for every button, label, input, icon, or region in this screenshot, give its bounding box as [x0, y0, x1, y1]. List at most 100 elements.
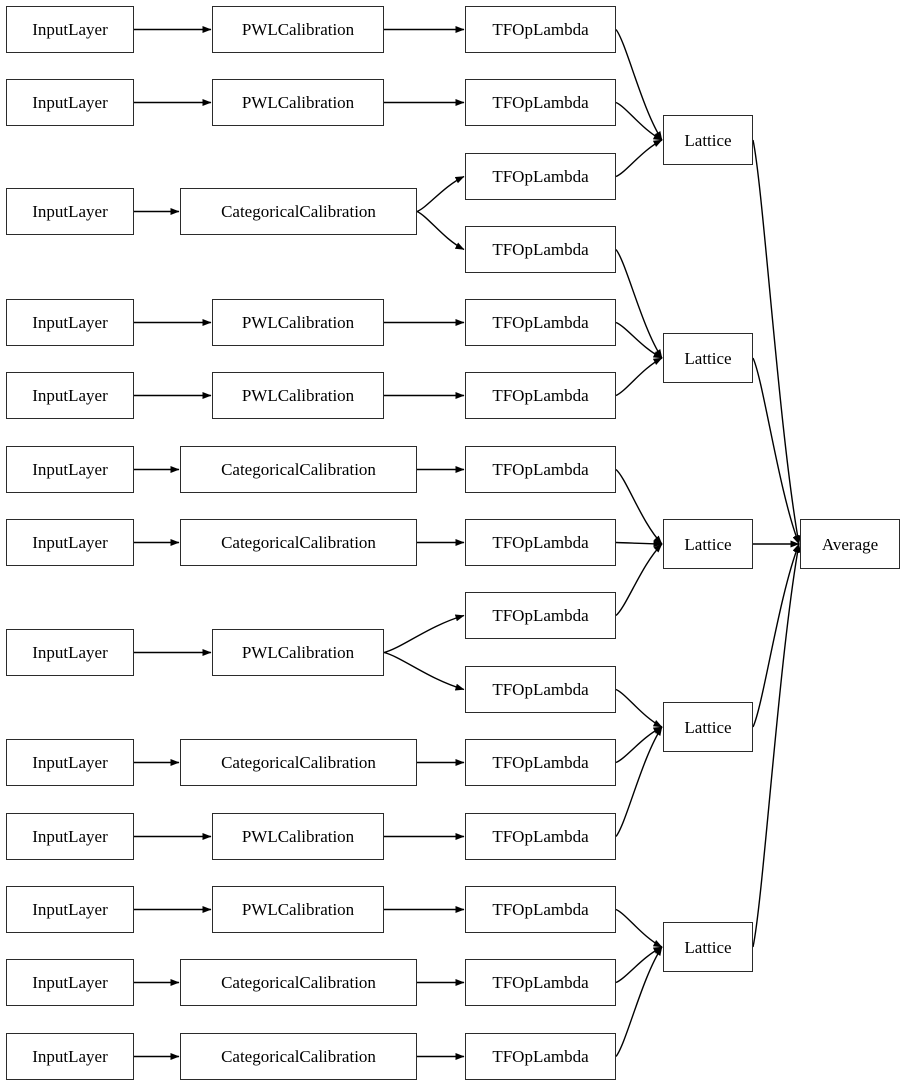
node-label: Lattice: [684, 534, 732, 554]
node-categorical-cal5[interactable]: CategoricalCalibration: [180, 446, 417, 493]
node-tfop-tf12[interactable]: TFOpLambda: [465, 886, 616, 933]
edge-tf2-to-lat0: [615, 139, 663, 178]
edge-tf6-to-lat2: [615, 468, 663, 545]
node-label: InputLayer: [32, 20, 108, 39]
node-label: TFOpLambda: [492, 386, 589, 405]
edge-tf14-to-lat4: [615, 946, 663, 1057]
node-tfop-tf7[interactable]: TFOpLambda: [465, 519, 616, 566]
node-label: TFOpLambda: [492, 606, 589, 625]
node-label: CategoricalCalibration: [221, 460, 376, 479]
node-label: InputLayer: [32, 93, 108, 112]
edge-lat0-to-avg: [752, 139, 801, 545]
node-label: TFOpLambda: [492, 20, 589, 39]
node-label: TFOpLambda: [492, 460, 589, 479]
edge-tf13-to-lat4: [615, 946, 663, 984]
node-input-in5[interactable]: InputLayer: [6, 446, 134, 493]
node-label: CategoricalCalibration: [221, 533, 376, 552]
node-input-in12[interactable]: InputLayer: [6, 1033, 134, 1080]
edge-tf7-to-lat2: [615, 540, 663, 548]
node-tfop-tf0[interactable]: TFOpLambda: [465, 6, 616, 53]
node-label: TFOpLambda: [492, 753, 589, 772]
node-label: Lattice: [684, 130, 732, 150]
node-label: PWLCalibration: [241, 827, 355, 846]
node-input-in6[interactable]: InputLayer: [6, 519, 134, 566]
node-input-in4[interactable]: InputLayer: [6, 372, 134, 419]
node-tfop-tf5[interactable]: TFOpLambda: [465, 372, 616, 419]
node-pwl-cal1[interactable]: PWLCalibration: [212, 79, 384, 126]
node-label: InputLayer: [32, 753, 108, 772]
node-categorical-cal8[interactable]: CategoricalCalibration: [180, 739, 417, 786]
node-pwl-cal0[interactable]: PWLCalibration: [212, 6, 384, 53]
node-tfop-tf14[interactable]: TFOpLambda: [465, 1033, 616, 1080]
node-lattice-lat3[interactable]: Lattice: [663, 702, 753, 752]
edge-tf5-to-lat1: [615, 357, 663, 397]
node-input-in0[interactable]: InputLayer: [6, 6, 134, 53]
node-input-in7[interactable]: InputLayer: [6, 629, 134, 676]
node-tfop-tf10[interactable]: TFOpLambda: [465, 739, 616, 786]
node-label: TFOpLambda: [492, 240, 589, 259]
node-lattice-lat2[interactable]: Lattice: [663, 519, 753, 569]
node-lattice-lat1[interactable]: Lattice: [663, 333, 753, 383]
node-label: TFOpLambda: [492, 533, 589, 552]
node-label: CategoricalCalibration: [221, 1047, 376, 1066]
node-label: PWLCalibration: [241, 93, 355, 112]
node-input-in9[interactable]: InputLayer: [6, 813, 134, 860]
node-categorical-cal2[interactable]: CategoricalCalibration: [180, 188, 417, 235]
node-pwl-cal4[interactable]: PWLCalibration: [212, 372, 384, 419]
node-tfop-tf1[interactable]: TFOpLambda: [465, 79, 616, 126]
node-label: Lattice: [684, 937, 732, 957]
edge-cal7-to-tf9: [383, 651, 465, 691]
node-tfop-tf8[interactable]: TFOpLambda: [465, 592, 616, 639]
edge-lat1-to-avg: [752, 357, 800, 545]
node-tfop-tf4[interactable]: TFOpLambda: [465, 299, 616, 346]
node-label: TFOpLambda: [492, 1047, 589, 1066]
node-input-in3[interactable]: InputLayer: [6, 299, 134, 346]
node-label: CategoricalCalibration: [221, 973, 376, 992]
edge-tf0-to-lat0: [615, 29, 663, 141]
edge-cal7-to-tf8: [383, 614, 465, 654]
edge-cal2-to-tf3: [416, 210, 465, 251]
node-label: PWLCalibration: [241, 386, 355, 405]
node-pwl-cal3[interactable]: PWLCalibration: [212, 299, 384, 346]
edge-tf1-to-lat0: [615, 101, 663, 141]
node-input-in11[interactable]: InputLayer: [6, 959, 134, 1006]
node-label: TFOpLambda: [492, 313, 589, 332]
node-label: InputLayer: [32, 460, 108, 479]
node-tfop-tf9[interactable]: TFOpLambda: [465, 666, 616, 713]
node-pwl-cal9[interactable]: PWLCalibration: [212, 813, 384, 860]
edge-tf4-to-lat1: [615, 321, 663, 359]
node-average-avg[interactable]: Average: [800, 519, 900, 569]
edge-tf3-to-lat1: [615, 249, 663, 359]
node-input-in2[interactable]: InputLayer: [6, 188, 134, 235]
node-tfop-tf2[interactable]: TFOpLambda: [465, 153, 616, 200]
node-label: Lattice: [684, 717, 732, 737]
node-label: TFOpLambda: [492, 973, 589, 992]
node-tfop-tf6[interactable]: TFOpLambda: [465, 446, 616, 493]
node-input-in1[interactable]: InputLayer: [6, 79, 134, 126]
node-categorical-cal12[interactable]: CategoricalCalibration: [180, 1033, 417, 1080]
node-label: InputLayer: [32, 643, 108, 662]
node-label: InputLayer: [32, 313, 108, 332]
node-pwl-cal7[interactable]: PWLCalibration: [212, 629, 384, 676]
edge-tf12-to-lat4: [615, 908, 663, 948]
edge-lat4-to-avg: [752, 543, 801, 948]
node-categorical-cal11[interactable]: CategoricalCalibration: [180, 959, 417, 1006]
node-pwl-cal10[interactable]: PWLCalibration: [212, 886, 384, 933]
node-label: InputLayer: [32, 202, 108, 221]
node-lattice-lat4[interactable]: Lattice: [663, 922, 753, 972]
node-tfop-tf13[interactable]: TFOpLambda: [465, 959, 616, 1006]
node-tfop-tf11[interactable]: TFOpLambda: [465, 813, 616, 860]
node-label: InputLayer: [32, 973, 108, 992]
edge-cal2-to-tf2: [416, 175, 465, 213]
node-categorical-cal6[interactable]: CategoricalCalibration: [180, 519, 417, 566]
node-tfop-tf3[interactable]: TFOpLambda: [465, 226, 616, 273]
node-label: Lattice: [684, 348, 732, 368]
node-label: InputLayer: [32, 827, 108, 846]
node-label: CategoricalCalibration: [221, 202, 376, 221]
node-label: TFOpLambda: [492, 827, 589, 846]
node-lattice-lat0[interactable]: Lattice: [663, 115, 753, 165]
node-label: InputLayer: [32, 900, 108, 919]
node-input-in8[interactable]: InputLayer: [6, 739, 134, 786]
node-label: InputLayer: [32, 533, 108, 552]
node-input-in10[interactable]: InputLayer: [6, 886, 134, 933]
